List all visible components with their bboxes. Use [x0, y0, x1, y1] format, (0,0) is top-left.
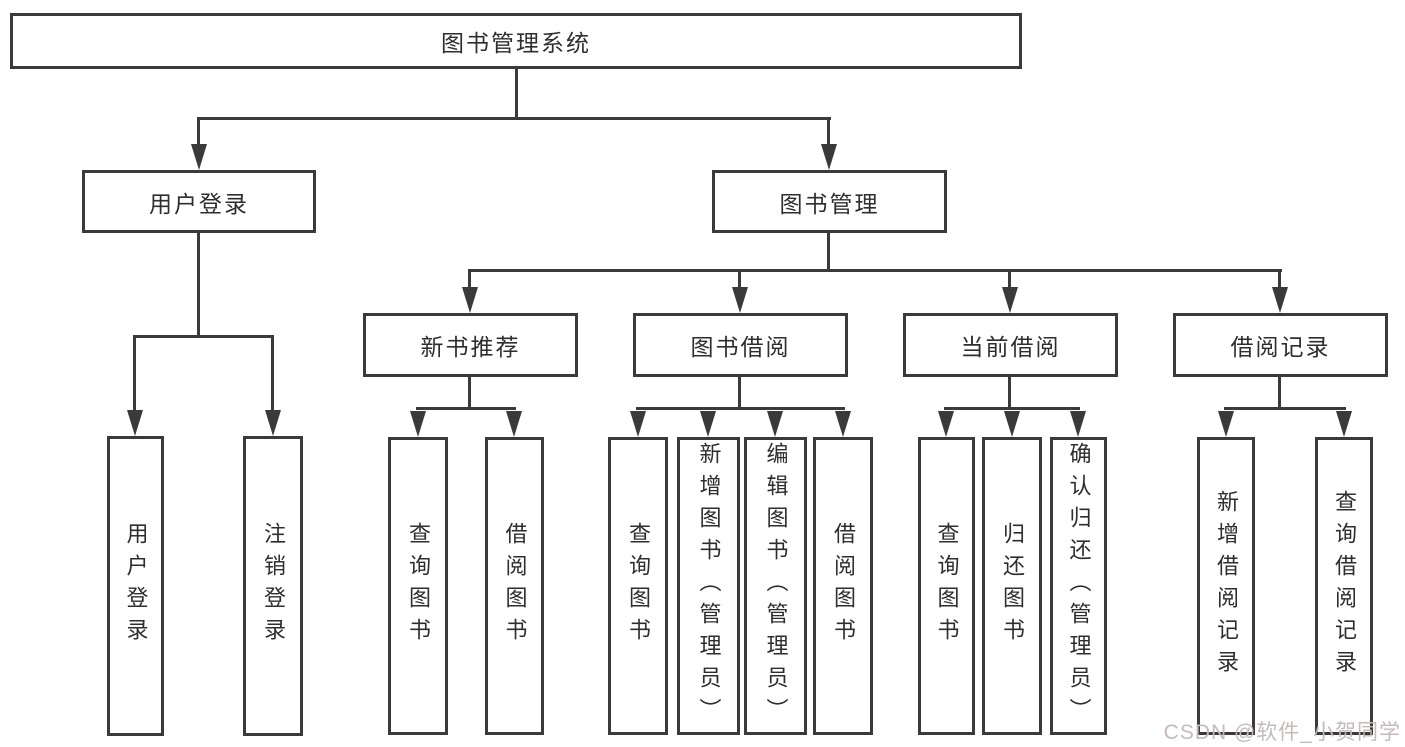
- node-query-borrow-record: 查询借阅记录: [1315, 437, 1373, 735]
- connector-line: [468, 269, 471, 289]
- connector-line: [197, 117, 831, 120]
- connector-line: [1008, 269, 1011, 289]
- watermark-csdn: CSDN @软件_小贺同学: [1163, 721, 1401, 744]
- arrow-down-icon: [1004, 411, 1020, 437]
- connector-line: [944, 407, 1080, 410]
- arrow-down-icon: [630, 411, 646, 437]
- arrow-down-icon: [700, 411, 716, 437]
- arrow-down-icon: [821, 144, 837, 170]
- arrow-down-icon: [1336, 411, 1352, 437]
- connector-line: [133, 335, 136, 412]
- node-query-books: 查询图书: [918, 437, 975, 735]
- arrow-down-icon: [732, 287, 748, 313]
- node-borrow-books: 借阅图书: [813, 437, 873, 735]
- connector-line: [738, 377, 741, 410]
- node-add-books-admin: 新增图书（管理员）: [677, 437, 740, 735]
- node-confirm-return-admin: 确认归还（管理员）: [1050, 437, 1107, 735]
- node-library-management-system: 图书管理系统: [10, 13, 1022, 69]
- arrow-down-icon: [462, 287, 478, 313]
- arrow-down-icon: [938, 411, 954, 437]
- connector-line: [1278, 377, 1281, 410]
- node-borrowing-records: 借阅记录: [1173, 313, 1388, 377]
- connector-line: [1008, 377, 1011, 410]
- arrow-down-icon: [265, 410, 281, 436]
- node-query-books: 查询图书: [388, 437, 448, 735]
- connector-line: [133, 335, 274, 338]
- node-book-management: 图书管理: [712, 170, 947, 233]
- connector-line: [271, 335, 274, 412]
- connector-line: [515, 69, 518, 118]
- node-logout: 注销登录: [243, 436, 303, 736]
- node-add-borrow-record: 新增借阅记录: [1197, 437, 1255, 735]
- arrow-down-icon: [1002, 287, 1018, 313]
- arrow-down-icon: [506, 411, 522, 437]
- arrow-down-icon: [835, 411, 851, 437]
- arrow-down-icon: [767, 411, 783, 437]
- arrow-down-icon: [410, 411, 426, 437]
- node-new-book-recommendation: 新书推荐: [363, 313, 578, 377]
- node-edit-books-admin: 编辑图书（管理员）: [744, 437, 807, 735]
- connector-line: [1224, 407, 1346, 410]
- connector-line: [636, 407, 845, 410]
- connector-line: [827, 117, 830, 146]
- node-return-books: 归还图书: [982, 437, 1042, 735]
- arrow-down-icon: [191, 144, 207, 170]
- connector-line: [416, 407, 516, 410]
- connector-line: [197, 117, 200, 146]
- connector-line: [738, 269, 741, 289]
- connector-line: [197, 233, 200, 338]
- node-user-login: 用户登录: [82, 170, 316, 233]
- node-user-login-leaf: 用户登录: [107, 436, 164, 736]
- connector-line: [827, 233, 830, 272]
- node-query-books: 查询图书: [608, 437, 668, 735]
- connector-line: [468, 269, 1282, 272]
- arrow-down-icon: [1070, 411, 1086, 437]
- connector-line: [1278, 269, 1281, 289]
- arrow-down-icon: [1272, 287, 1288, 313]
- node-borrow-books: 借阅图书: [485, 437, 544, 735]
- node-book-borrowing: 图书借阅: [633, 313, 848, 377]
- node-current-borrowing: 当前借阅: [903, 313, 1118, 377]
- arrow-down-icon: [127, 410, 143, 436]
- arrow-down-icon: [1218, 411, 1234, 437]
- connector-line: [468, 377, 471, 410]
